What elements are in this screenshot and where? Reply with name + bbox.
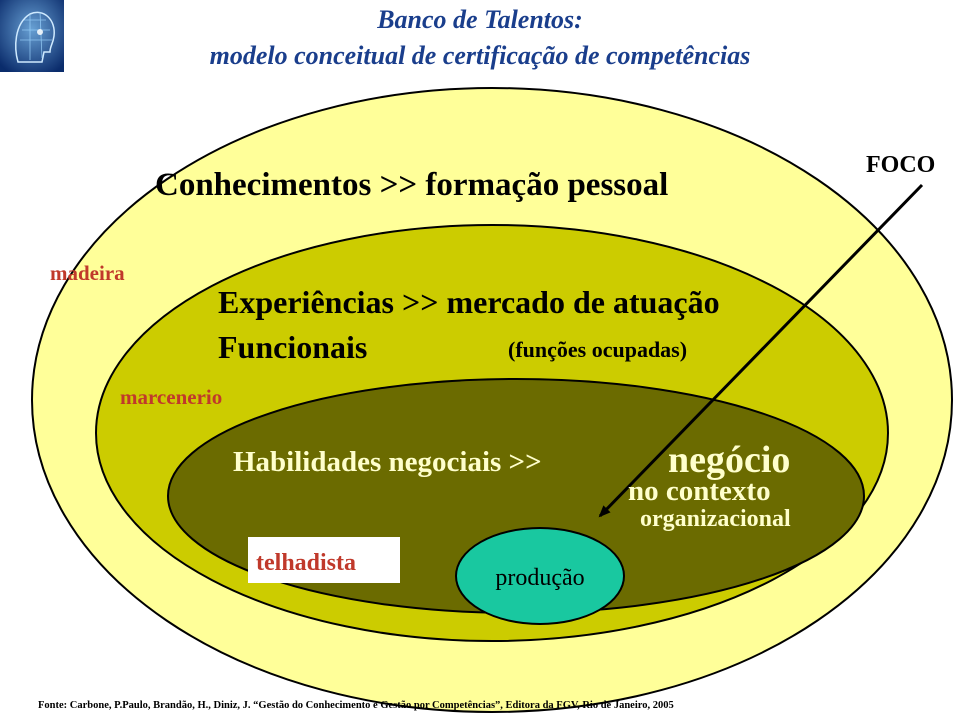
inner-tag-telhadista: telhadista: [256, 550, 356, 576]
core-ellipse-producao: [455, 527, 625, 625]
inner-label-line2: no contexto: [628, 475, 771, 507]
footer-source: Fonte: Carbone, P.Paulo, Brandão, H., Di…: [38, 700, 674, 711]
focus-arrow: [598, 183, 924, 518]
outer-tag-madeira: madeira: [50, 261, 125, 285]
core-label: produção: [495, 565, 584, 591]
human-head-wireframe-icon: [0, 0, 64, 72]
focus-label: FOCO: [866, 152, 935, 178]
inner-label-part1: Habilidades negociais >>: [233, 446, 542, 478]
middle-tag-marcenerio: marcenerio: [120, 385, 222, 409]
inner-label-part2: negócio: [668, 439, 790, 481]
middle-note: (funções ocupadas): [508, 337, 687, 362]
title-line-1: Banco de Talentos:: [377, 5, 583, 34]
telhadista-box: [248, 537, 400, 583]
middle-label-line1: Experiências >> mercado de atuação: [218, 284, 720, 320]
inner-label-line3: organizacional: [640, 506, 791, 532]
outer-label: Conhecimentos >> formação pessoal: [155, 167, 668, 203]
middle-label-line2: Funcionais: [218, 329, 367, 365]
title-line-2: modelo conceitual de certificação de com…: [209, 41, 751, 70]
